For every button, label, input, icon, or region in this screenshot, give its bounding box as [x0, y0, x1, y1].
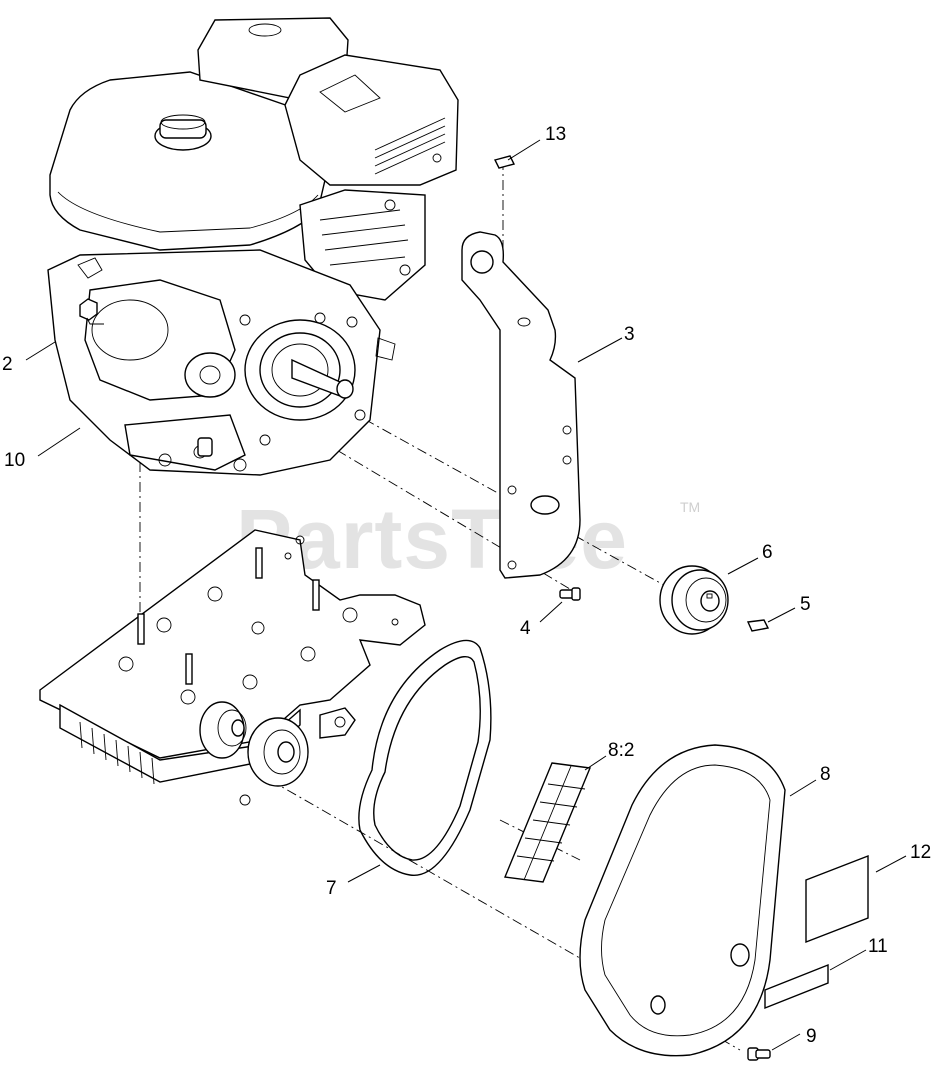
watermark: PartsTree TM [236, 492, 700, 586]
gearbox-fins [79, 721, 155, 785]
callout-labels: 13 2 3 10 6 5 4 8:2 8 12 7 11 9 [2, 124, 931, 1047]
callout-12: 12 [910, 842, 931, 863]
mounting-bracket [461, 231, 581, 579]
watermark-trademark: TM [680, 499, 700, 515]
decal-sheet [504, 762, 591, 883]
callout-3: 3 [624, 324, 635, 345]
mounting-studs [137, 547, 320, 685]
callout-10: 10 [4, 450, 25, 471]
callout-7: 7 [326, 878, 337, 899]
callout-11: 11 [868, 936, 888, 957]
callout-9: 9 [806, 1026, 817, 1047]
belt-guard [579, 744, 786, 1057]
drive-belt [358, 639, 492, 876]
guard-bolt [747, 1047, 771, 1061]
callout-8-2: 8:2 [608, 740, 634, 761]
muffler-vents [374, 117, 446, 175]
bracket-bolt [559, 587, 581, 601]
callout-5: 5 [800, 594, 811, 615]
callout-13: 13 [545, 124, 566, 145]
transmission-base [39, 529, 426, 806]
engine-pulley [659, 565, 729, 635]
decal-11 [764, 963, 829, 1010]
leader-lines [25, 139, 907, 1051]
callout-6: 6 [762, 542, 773, 563]
callout-2: 2 [2, 354, 13, 375]
engine-nut [79, 298, 104, 325]
engine [47, 17, 459, 476]
decal-12 [805, 854, 869, 944]
pulley-key [746, 619, 770, 632]
callout-4: 4 [520, 618, 531, 639]
callout-8: 8 [820, 764, 831, 785]
